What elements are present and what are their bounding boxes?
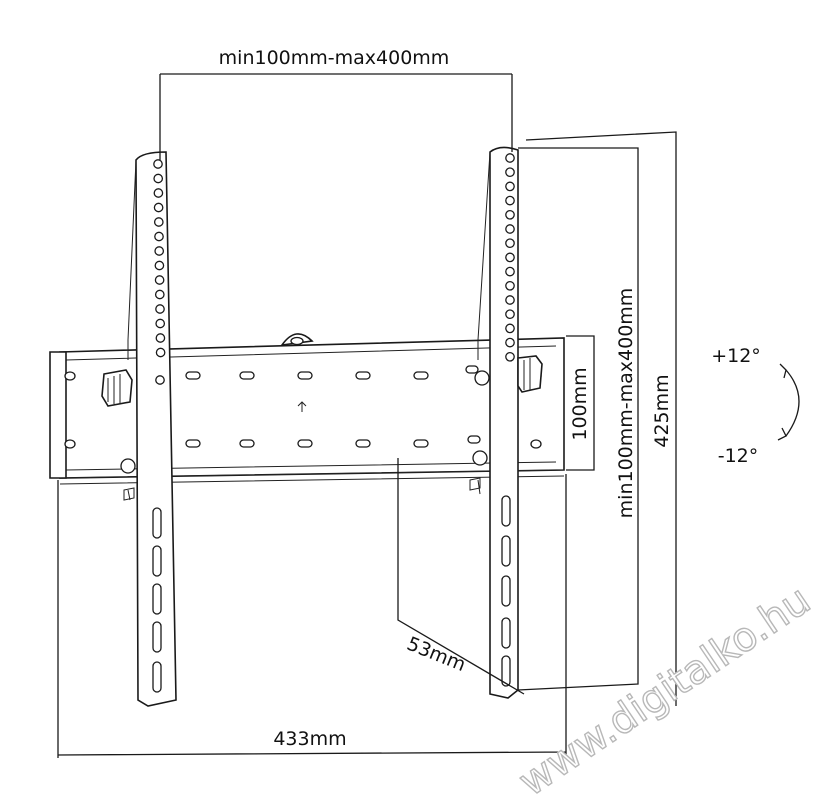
bracket-hole (154, 289, 165, 300)
tilt-arc (785, 369, 800, 437)
dim-rail-height-label: 100mm (569, 367, 591, 440)
rail-slot (185, 371, 201, 380)
dim-total-width-line (57, 480, 567, 758)
bracket-hole (155, 304, 165, 314)
rail-slot (297, 439, 313, 448)
bracket-hole (505, 224, 515, 234)
left-pivot-screw (120, 458, 136, 474)
tilt-arc-arrow-up (779, 363, 787, 379)
right-bracket-holes (505, 153, 515, 362)
bracket-hole (154, 246, 165, 256)
dim-top-width-line (159, 73, 513, 160)
rail-slots (185, 365, 481, 448)
watermark-text: www.digitalko.hu (511, 577, 819, 806)
bracket-hole (154, 275, 165, 285)
left-bracket-holes (153, 159, 166, 385)
bracket-hole (505, 252, 515, 263)
right-lower-clip (469, 477, 481, 491)
bracket-hole (505, 266, 515, 277)
bracket-hole (505, 181, 515, 192)
right-vertical-bracket (469, 146, 543, 699)
rail-slot (355, 371, 371, 380)
bracket-hole (505, 153, 515, 163)
bracket-slot (152, 545, 162, 577)
bracket-hole (505, 295, 515, 305)
left-lower-clip (123, 487, 135, 501)
rail-top-lug-hole (290, 336, 304, 346)
bracket-hole (505, 209, 515, 220)
rail-end-hole (64, 439, 76, 449)
dim-total-width-label: 433mm (273, 728, 346, 750)
bracket-hole (505, 323, 515, 334)
dim-depth-label: 53mm (404, 633, 469, 676)
right-pivot-screw (472, 450, 488, 466)
bracket-hole (155, 333, 166, 343)
bracket-slot (501, 575, 511, 607)
dim-vertical-spacing-label: min100mm-max400mm (615, 288, 637, 519)
bracket-hole (155, 347, 166, 358)
rail-slot (239, 439, 255, 448)
bracket-slot (501, 535, 511, 567)
bracket-slot (152, 507, 162, 539)
left-knob-grip (107, 374, 121, 404)
bracket-hole (505, 167, 515, 178)
bracket-hole (153, 217, 164, 227)
bracket-slot (152, 661, 162, 693)
rail-slot (297, 371, 313, 380)
right-bracket-slots (501, 495, 511, 687)
dim-bracket-height-line (525, 131, 677, 706)
level-arrow-icon (297, 401, 307, 412)
bracket-hole (505, 280, 515, 291)
bracket-hole (154, 260, 165, 271)
bracket-hole (153, 188, 164, 198)
rail-slot (467, 435, 481, 444)
wall-rail (49, 333, 565, 485)
rail-slot (465, 365, 479, 374)
rail-outline (59, 337, 565, 479)
bracket-hole (155, 318, 166, 329)
rail-slot (355, 439, 371, 448)
left-bracket-side (127, 159, 137, 501)
dim-top-width-label: min100mm-max400mm (219, 47, 450, 69)
rail-slot (185, 439, 201, 448)
rail-left-end (49, 351, 67, 479)
rail-slot (239, 371, 255, 380)
bracket-hole (153, 159, 163, 169)
dim-vertical-spacing-frame (517, 147, 639, 691)
tilt-down-label: -12° (718, 445, 759, 467)
bracket-hole (505, 195, 515, 206)
right-knob-grip (523, 358, 531, 390)
left-tilt-knob (101, 369, 133, 407)
tilt-arc-arrow-down (777, 427, 787, 441)
dim-rail-height-line (566, 335, 595, 471)
left-bracket-slots (152, 507, 162, 693)
rail-slot (413, 439, 429, 448)
dimension-lines (57, 73, 800, 758)
bracket-hole (154, 231, 164, 242)
tilt-up-label: +12° (711, 345, 761, 367)
right-bracket-side (477, 151, 491, 495)
bracket-hole (153, 202, 164, 213)
bracket-slot (501, 655, 511, 687)
bracket-hole (505, 309, 515, 320)
rail-end-hole (530, 439, 542, 449)
left-vertical-bracket (101, 151, 177, 707)
bracket-hole (505, 238, 515, 249)
rail-slot (413, 371, 429, 380)
bracket-slot (152, 583, 162, 615)
bracket-hole (155, 375, 165, 385)
rail-end-hole (64, 371, 76, 381)
bracket-hole (153, 173, 164, 184)
left-bracket-outline (135, 151, 177, 707)
right-upper-screw (474, 370, 490, 386)
bracket-hole (505, 337, 515, 348)
bracket-slot (501, 617, 511, 649)
bracket-hole (505, 351, 515, 362)
dim-depth-line (397, 458, 567, 704)
dim-bracket-height-label: 425mm (651, 374, 673, 447)
bracket-slot (152, 621, 162, 653)
bracket-slot (501, 495, 511, 527)
